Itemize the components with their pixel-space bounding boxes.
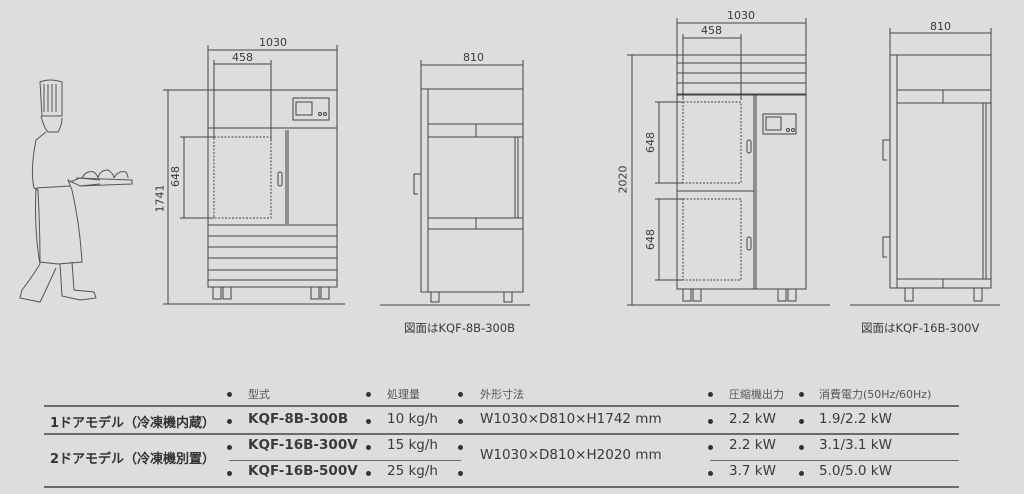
capacity-value: 10 kg/h [387, 411, 438, 427]
capacity-value: 25 kg/h [387, 463, 438, 479]
header-compressor: 圧縮機出力 [729, 388, 784, 401]
front-16b-width-label: 1030 [727, 9, 755, 22]
bullet-icon [458, 392, 463, 397]
bullet-icon [366, 419, 371, 424]
chef-figure [19, 79, 133, 303]
spec-header-row: 型式 処理量 外形寸法 圧縮機出力 消費電力(50Hz/60Hz) [44, 384, 959, 404]
group-label-2door: 2ドアモデル（冷凍機別置） [50, 452, 216, 467]
side-8b-caption: 図面はKQF-8B-300B [404, 321, 516, 335]
compressor-value: 2.2 kW [729, 437, 776, 453]
bullet-icon [799, 419, 804, 424]
bullet-icon [458, 471, 463, 476]
compressor-value: 3.7 kW [729, 463, 776, 479]
table-subrule [229, 460, 461, 461]
bullet-icon [366, 445, 371, 450]
bullet-icon [227, 471, 232, 476]
front-16b-door-height-lower: 648 [644, 229, 657, 250]
table-row: KQF-16B-300V 15 kg/h 2.2 kW 3.1/3.1 kW [44, 435, 959, 459]
table-rule [44, 486, 959, 488]
dimensions-value: W1030×D810×H1742 mm [480, 411, 662, 427]
front-view-8b [163, 45, 345, 305]
power-value: 3.1/3.1 kW [819, 437, 892, 453]
model-name: KQF-16B-300V [248, 437, 358, 453]
power-value: 1.9/2.2 kW [819, 411, 892, 427]
technical-drawings [19, 18, 1000, 306]
bullet-icon [366, 471, 371, 476]
capacity-value: 15 kg/h [387, 437, 438, 453]
bullet-icon [799, 445, 804, 450]
front-16b-height-label: 2020 [616, 165, 630, 194]
header-capacity: 処理量 [387, 388, 420, 401]
side-16b-depth-label: 810 [930, 20, 951, 33]
bullet-icon [458, 419, 463, 424]
side-view-8b [380, 60, 530, 306]
model-name: KQF-16B-500V [248, 463, 358, 479]
bullet-icon [708, 471, 713, 476]
header-model: 型式 [248, 388, 270, 401]
header-dimensions: 外形寸法 [480, 388, 524, 401]
table-rule [44, 405, 959, 407]
table-rule [44, 433, 959, 435]
dimensions-value: W1030×D810×H2020 mm [480, 447, 662, 463]
bullet-icon [708, 419, 713, 424]
front-8b-width-label: 1030 [259, 36, 287, 49]
compressor-value: 2.2 kW [729, 411, 776, 427]
bullet-icon [227, 392, 232, 397]
power-value: 5.0/5.0 kW [819, 463, 892, 479]
side-view-16b [850, 28, 1000, 306]
front-8b-inner-width-label: 458 [232, 51, 253, 64]
front-view-16b [627, 18, 830, 306]
front-16b-inner-width-label: 458 [701, 24, 722, 37]
bullet-icon [366, 392, 371, 397]
bullet-icon [799, 471, 804, 476]
model-name: KQF-8B-300B [248, 411, 349, 427]
table-row: 1ドアモデル（冷凍機内蔵） KQF-8B-300B 10 kg/h W1030×… [44, 408, 959, 432]
bullet-icon [708, 392, 713, 397]
side-16b-caption: 図面はKQF-16B-300V [861, 321, 980, 335]
bullet-icon [458, 445, 463, 450]
bullet-icon [227, 419, 232, 424]
side-8b-depth-label: 810 [463, 51, 484, 64]
front-8b-door-height-label: 648 [169, 166, 182, 187]
bullet-icon [708, 445, 713, 450]
front-16b-door-height-upper: 648 [644, 132, 657, 153]
front-8b-height-label: 1741 [153, 184, 167, 213]
bullet-icon [799, 392, 804, 397]
table-row: KQF-16B-500V 25 kg/h 3.7 kW 5.0/5.0 kW [44, 461, 959, 485]
table-subrule [710, 460, 959, 461]
header-power: 消費電力(50Hz/60Hz) [819, 388, 932, 401]
bullet-icon [227, 445, 232, 450]
group-label-1door: 1ドアモデル（冷凍機内蔵） [50, 416, 216, 431]
